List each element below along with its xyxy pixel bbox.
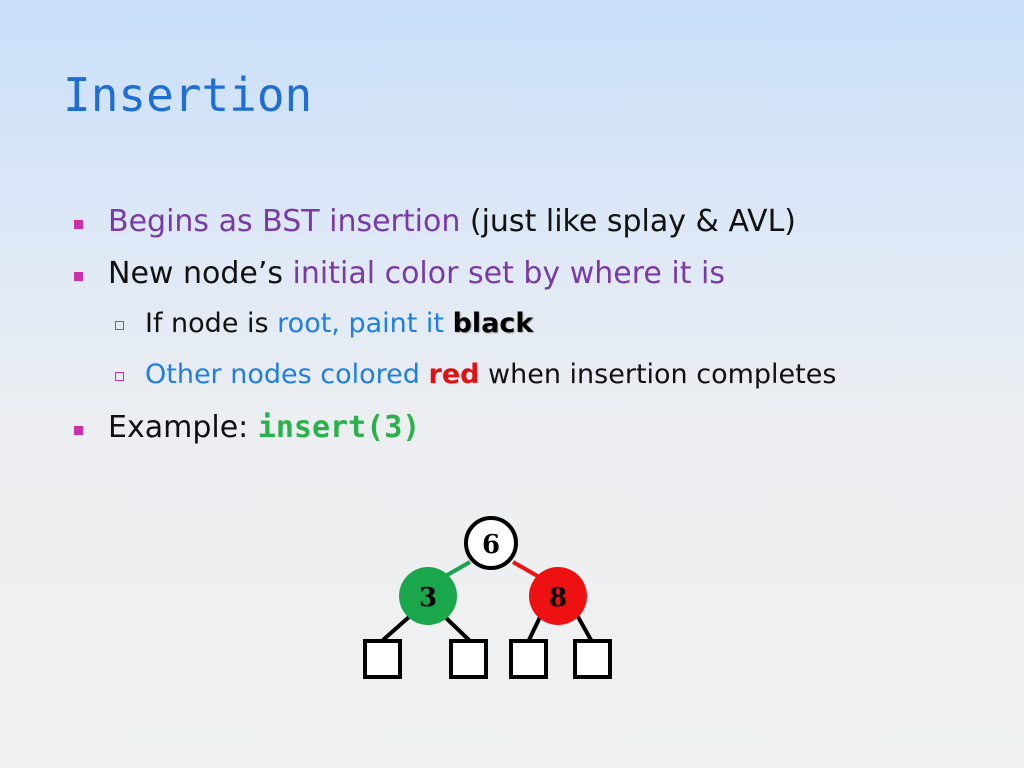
tree-node-root: 6	[464, 516, 518, 570]
bullet-marker-icon	[74, 220, 83, 229]
sub-bullet-1-text: If node is	[145, 308, 278, 339]
sub-bullet-1-emphasis: black	[452, 308, 534, 339]
node-circle-left	[399, 567, 457, 625]
node-label-root: 6	[482, 530, 500, 560]
nil-leaf	[449, 639, 488, 679]
bullet-1: Begins as BST insertion (just like splay…	[108, 204, 796, 239]
bullet-1-text: (just like splay & AVL)	[460, 204, 796, 239]
node-label-right: 8	[549, 583, 567, 613]
nil-leaf	[509, 639, 548, 679]
edge-right-leaf-2	[575, 614, 593, 641]
sub-bullet-1-highlight: root, paint it	[277, 308, 453, 339]
edge-left-leaf-1	[381, 615, 411, 642]
bullet-3: Example: insert(3)	[108, 410, 420, 445]
sub-bullet-2-emphasis: red	[428, 359, 480, 390]
sub-bullet-2: Other nodes colored red when insertion c…	[145, 359, 836, 390]
bullet-2-text: New node’s	[108, 256, 293, 291]
sub-bullet-1: If node is root, paint it black	[145, 308, 533, 339]
edge-right-leaf-1	[527, 614, 543, 641]
bullet-marker-icon	[74, 272, 83, 281]
sub-bullet-marker-icon	[115, 372, 124, 381]
bullet-3-text: Example:	[108, 410, 258, 445]
sub-bullet-marker-icon	[115, 321, 124, 330]
sub-bullet-2-text: when insertion completes	[479, 359, 837, 390]
tree-node-left: 3	[399, 567, 457, 625]
bullet-marker-icon	[74, 426, 83, 435]
bullet-3-code: insert(3)	[257, 410, 421, 445]
slide-title: Insertion	[63, 68, 313, 122]
nil-leaf	[363, 639, 402, 679]
bullet-1-highlight: Begins as BST insertion	[108, 204, 461, 239]
bullet-2: New node’s initial color set by where it…	[108, 256, 725, 291]
tree-node-right: 8	[529, 567, 587, 625]
edge-root-right	[512, 560, 542, 580]
sub-bullet-2-highlight: Other nodes colored	[145, 359, 429, 390]
edge-left-leaf-2	[443, 615, 471, 642]
nil-leaf	[573, 639, 612, 679]
node-circle-right	[529, 567, 587, 625]
bullet-2-highlight: initial color set by where it is	[292, 256, 725, 291]
node-label-left: 3	[419, 583, 437, 613]
node-circle-root	[464, 516, 518, 570]
